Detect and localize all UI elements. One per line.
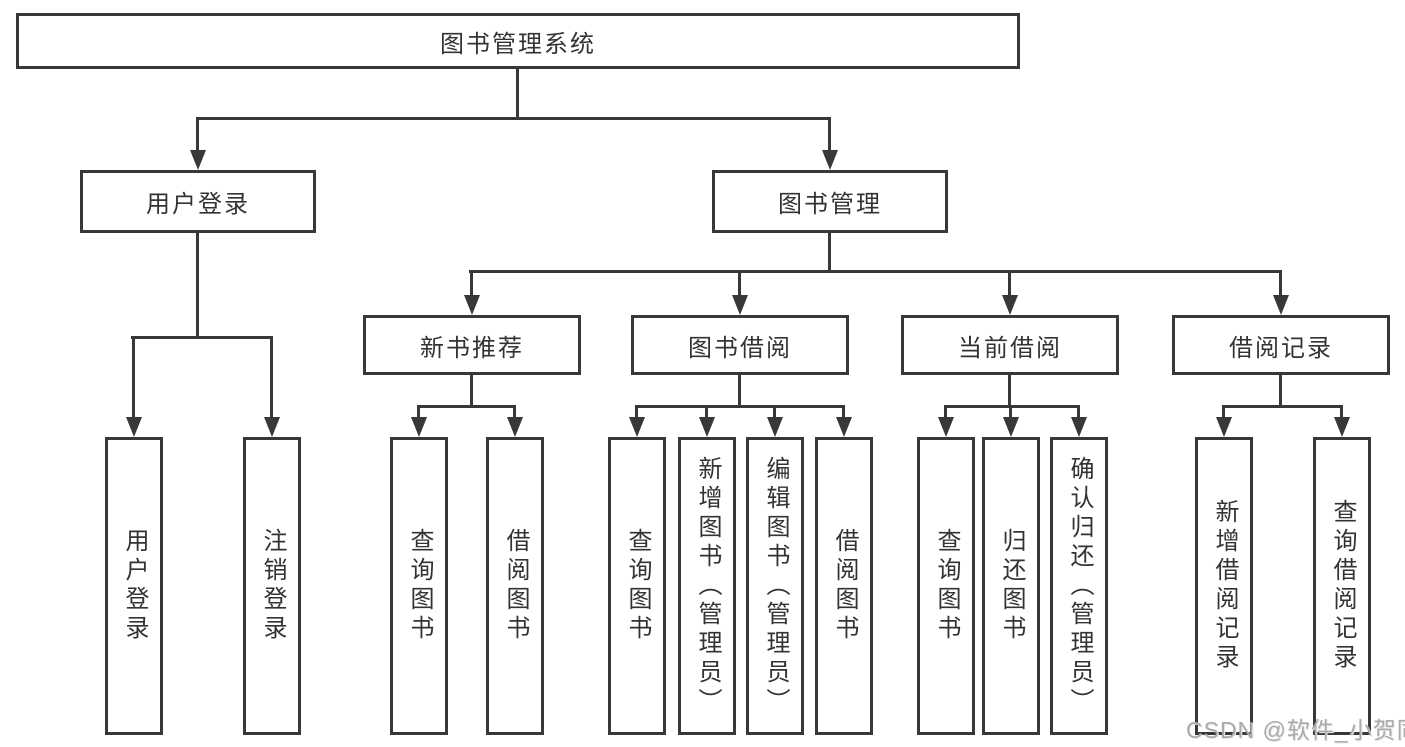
connector-line (1077, 405, 1080, 419)
connector-line (1279, 270, 1282, 297)
node-root-system: 图书管理系统 (16, 13, 1020, 69)
leaf-label: 查询图书 (406, 528, 433, 644)
arrowhead (264, 417, 280, 437)
connector-line (635, 405, 638, 419)
connector-line (196, 233, 199, 336)
arrowhead (1071, 417, 1087, 437)
arrowhead (836, 417, 852, 437)
connector-line (513, 405, 516, 419)
leaf-label: 确认归还（管理员） (1066, 455, 1093, 717)
connector-line (270, 336, 273, 419)
connector-line (944, 405, 1080, 408)
connector-line (828, 117, 831, 152)
leaf-current-return-book: 归还图书 (982, 437, 1040, 735)
leaf-label: 借阅图书 (502, 528, 529, 644)
leaf-logout: 注销登录 (243, 437, 301, 735)
connector-line (842, 405, 845, 419)
node-book-borrowing: 图书借阅 (631, 315, 849, 375)
leaf-record-add: 新增借阅记录 (1195, 437, 1253, 735)
connector-line (131, 336, 273, 339)
leaf-label: 新增借阅记录 (1211, 499, 1238, 673)
leaf-user-login: 用户登录 (105, 437, 163, 735)
arrowhead (411, 417, 427, 437)
leaf-label: 查询借阅记录 (1329, 499, 1356, 673)
connector-line (1009, 405, 1012, 419)
arrowhead (464, 295, 480, 315)
leaf-newbook-query-book: 查询图书 (390, 437, 448, 735)
leaf-label: 查询图书 (624, 528, 651, 644)
arrowhead (507, 417, 523, 437)
leaf-label: 归还图书 (998, 528, 1025, 644)
leaf-label: 用户登录 (121, 528, 148, 644)
arrowhead (767, 417, 783, 437)
arrowhead (822, 150, 838, 170)
connector-line (773, 405, 776, 419)
leaf-current-query-book: 查询图书 (917, 437, 975, 735)
arrowhead (1273, 295, 1289, 315)
connector-line (469, 270, 1282, 273)
leaf-current-confirm-return-admin: 确认归还（管理员） (1050, 437, 1108, 735)
leaf-label: 新增图书（管理员） (694, 455, 721, 717)
connector-line (470, 270, 473, 297)
leaf-record-query: 查询借阅记录 (1313, 437, 1371, 735)
leaf-label: 借阅图书 (831, 528, 858, 644)
node-borrowing-records: 借阅记录 (1172, 315, 1390, 375)
connector-line (1222, 405, 1343, 408)
arrowhead (1216, 417, 1232, 437)
leaf-newbook-borrow-book: 借阅图书 (486, 437, 544, 735)
arrowhead (1003, 417, 1019, 437)
connector-line (1008, 270, 1011, 297)
arrowhead (732, 295, 748, 315)
connector-line (196, 117, 199, 152)
csdn-watermark: CSDN @软件_小贺同学 (1186, 717, 1405, 743)
connector-line (738, 375, 741, 406)
connector-line (944, 405, 947, 419)
connector-line (132, 336, 135, 419)
connector-line (1222, 405, 1225, 419)
connector-line (1279, 375, 1282, 406)
leaf-label: 编辑图书（管理员） (762, 455, 789, 717)
connector-line (417, 405, 516, 408)
connector-line (828, 233, 831, 270)
connector-line (196, 117, 831, 120)
leaf-borrowing-edit-book-admin: 编辑图书（管理员） (746, 437, 804, 735)
leaf-label: 查询图书 (933, 528, 960, 644)
node-current-borrowing: 当前借阅 (901, 315, 1119, 375)
arrowhead (126, 417, 142, 437)
leaf-borrowing-query-book: 查询图书 (608, 437, 666, 735)
arrowhead (938, 417, 954, 437)
leaf-borrowing-borrow-book: 借阅图书 (815, 437, 873, 735)
leaf-label: 注销登录 (259, 528, 286, 644)
node-new-book-recommend: 新书推荐 (363, 315, 581, 375)
connector-line (470, 375, 473, 406)
connector-line (738, 270, 741, 297)
arrowhead (699, 417, 715, 437)
arrowhead (1002, 295, 1018, 315)
node-book-management: 图书管理 (712, 170, 948, 233)
connector-line (1008, 375, 1011, 406)
connector-line (516, 69, 519, 117)
node-user-login: 用户登录 (80, 170, 316, 233)
arrowhead (629, 417, 645, 437)
arrowhead (190, 150, 206, 170)
leaf-borrowing-add-book-admin: 新增图书（管理员） (678, 437, 736, 735)
connector-line (705, 405, 708, 419)
arrowhead (1334, 417, 1350, 437)
connector-line (635, 405, 845, 408)
connector-line (417, 405, 420, 419)
connector-line (1340, 405, 1343, 419)
